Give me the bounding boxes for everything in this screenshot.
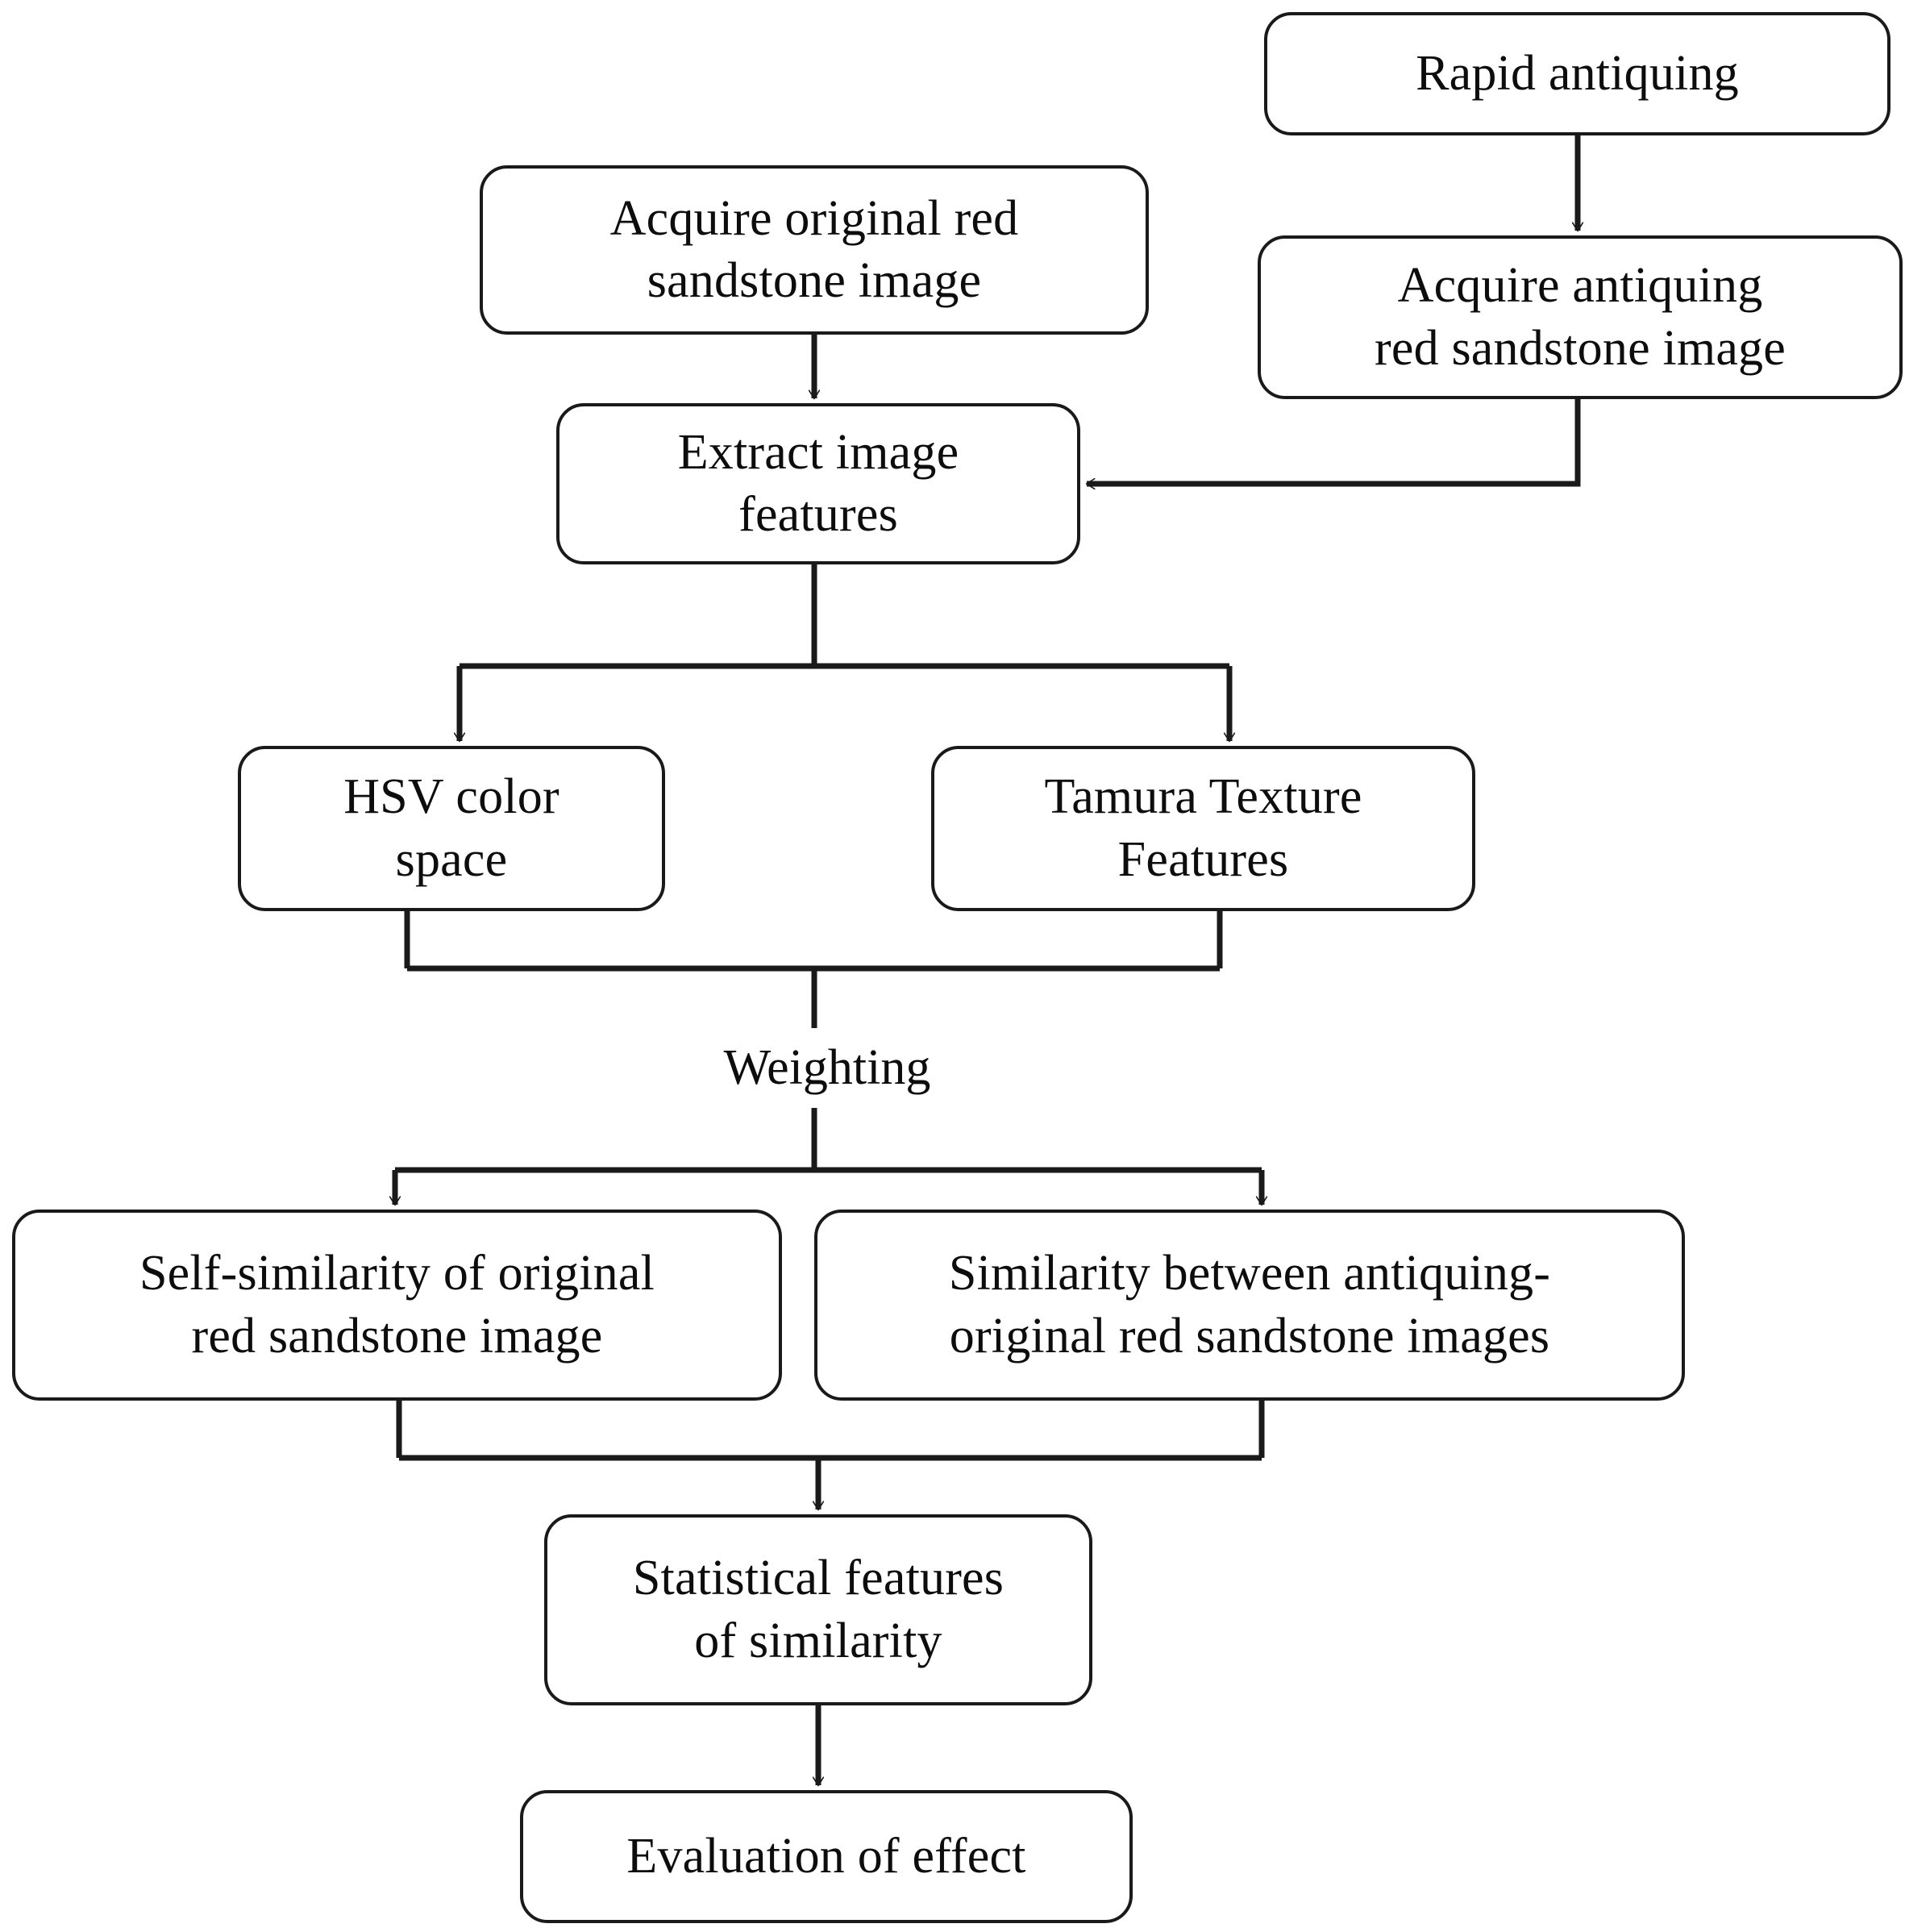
node-statistical-features[interactable]: Statistical features of similarity bbox=[544, 1514, 1092, 1705]
node-evaluation-of-effect[interactable]: Evaluation of effect bbox=[520, 1790, 1133, 1923]
node-extract-image-features[interactable]: Extract image features bbox=[556, 403, 1080, 564]
node-label-acquire-original-image: Acquire original red sandstone image bbox=[609, 190, 1019, 309]
node-label-evaluation-of-effect: Evaluation of effect bbox=[626, 1828, 1026, 1884]
node-label-similarity-antiquing-original: Similarity between antiquing- original r… bbox=[948, 1246, 1551, 1364]
node-tamura-texture-features[interactable]: Tamura Texture Features bbox=[931, 746, 1475, 911]
node-acquire-antiquing-image[interactable]: Acquire antiquing red sandstone image bbox=[1258, 235, 1903, 399]
edge-label-weighting: Weighting bbox=[681, 1028, 973, 1108]
node-label-rapid-antiquing: Rapid antiquing bbox=[1416, 45, 1739, 101]
node-rapid-antiquing[interactable]: Rapid antiquing bbox=[1264, 12, 1890, 135]
node-label-hsv-color-space: HSV color space bbox=[343, 769, 559, 887]
node-label-statistical-features: Statistical features of similarity bbox=[632, 1551, 1004, 1668]
node-label-acquire-antiquing-image: Acquire antiquing red sandstone image bbox=[1375, 258, 1786, 376]
node-hsv-color-space[interactable]: HSV color space bbox=[238, 746, 665, 911]
node-label-tamura-texture-features: Tamura Texture Features bbox=[1044, 769, 1362, 887]
node-acquire-original-image[interactable]: Acquire original red sandstone image bbox=[480, 165, 1149, 335]
node-label-self-similarity-original: Self-similarity of original red sandston… bbox=[139, 1246, 655, 1364]
node-similarity-antiquing-original[interactable]: Similarity between antiquing- original r… bbox=[814, 1210, 1685, 1401]
node-label-extract-image-features: Extract image features bbox=[677, 424, 959, 543]
node-self-similarity-original[interactable]: Self-similarity of original red sandston… bbox=[12, 1210, 782, 1401]
edge-acquire-antiquing-to-extract bbox=[1087, 399, 1581, 484]
edge-label-weighting-text: Weighting bbox=[723, 1040, 931, 1096]
